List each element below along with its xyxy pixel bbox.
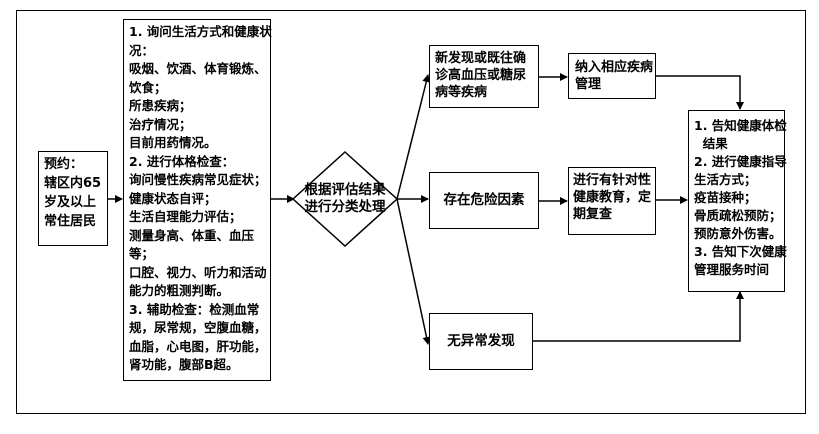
disease-line: 病等疾病 [435, 85, 488, 100]
final-line: 骨质疏松预防； [694, 208, 782, 223]
services-line: 饮食； [129, 79, 167, 95]
services-line: 测量身高、体重、血压 [129, 227, 255, 243]
disease-management-box: 纳入相应疾病 管理 [568, 53, 656, 99]
final-line: 1. 告知健康体检 [694, 118, 787, 133]
services-line: 吸烟、饮酒、体育锻炼、 [129, 61, 267, 76]
services-line: 所患疾病； [129, 98, 192, 113]
health-education-box: 进行有针对性 健康教育，定 期复查 [568, 167, 656, 235]
decision-line: 根据评估结果 [304, 182, 386, 198]
services-line: 况： [129, 42, 155, 58]
final-line: 疫苗接种； [694, 190, 757, 205]
booking-line: 预约： [44, 157, 84, 172]
services-line: 规，尿常规，空腹血糖， [129, 320, 267, 335]
manage-line: 管理 [575, 77, 602, 92]
booking-line: 常住居民 [44, 214, 97, 229]
outcome-disease-box: 新发现或既往确 诊高血压或糖尿 病等疾病 [429, 45, 539, 108]
education-line: 期复查 [573, 207, 613, 222]
outcome-risk-box: 存在危险因素 [429, 172, 539, 229]
services-line: 肾功能，腹部B超。 [129, 357, 239, 372]
final-line: 生活方式； [694, 172, 757, 187]
services-line: 治疗情况； [129, 116, 192, 132]
decision-label: 根据评估结果 进行分类处理 [297, 182, 393, 216]
education-line: 进行有针对性 [573, 173, 652, 188]
services-line: 询问慢性疾病常见症状； [129, 172, 267, 187]
final-line: 3. 告知下次健康 [694, 244, 787, 259]
final-line: 管理服务时间 [694, 262, 770, 277]
final-line: 结果 [694, 136, 728, 151]
disease-line: 新发现或既往确 [435, 51, 527, 66]
final-line: 2. 进行健康指导 [694, 154, 787, 169]
final-line: 预防意外伤害。 [694, 226, 782, 241]
services-line: 健康状态自评； [129, 190, 217, 206]
services-line: 1. 询问生活方式和健康状 [129, 24, 272, 39]
diagram-frame [16, 10, 806, 414]
services-line: 生活自理能力评估； [129, 209, 242, 224]
education-line: 健康教育，定 [573, 190, 652, 205]
arrow-decision-to-disease [396, 74, 431, 200]
booking-box: 预约： 辖区内65 岁及以上 常住居民 [38, 151, 108, 246]
arrow-normal-to-final [533, 291, 744, 342]
services-line: 口腔、视力、听力和活动 [129, 264, 267, 280]
services-line: 能力的粗测判断。 [129, 283, 230, 298]
booking-line: 岁及以上 [44, 195, 97, 210]
arrow-decision-to-normal [396, 198, 431, 345]
services-line: 目前用药情况。 [129, 135, 217, 150]
decision-diamond [291, 150, 399, 248]
services-line: 3. 辅助检查：检测血常 [129, 301, 260, 317]
services-line: 等； [129, 246, 155, 261]
booking-line: 辖区内65 [44, 176, 102, 191]
disease-line: 诊高血压或糖尿 [435, 68, 527, 83]
decision-line: 进行分类处理 [304, 199, 386, 215]
manage-line: 纳入相应疾病 [575, 60, 654, 75]
health-services-box: 1. 询问生活方式和健康状 况： 吸烟、饮酒、体育锻炼、 饮食； 所患疾病； 治… [123, 19, 272, 381]
outcome-normal-box: 无异常发现 [429, 313, 533, 370]
services-line: 2. 进行体格检查： [129, 153, 235, 169]
final-guidance-box: 1. 告知健康体检 结果 2. 进行健康指导 生活方式； 疫苗接种； 骨质疏松预… [688, 110, 787, 292]
risk-line: 存在危险因素 [443, 192, 525, 208]
normal-line: 无异常发现 [447, 333, 515, 349]
services-line: 血脂，心电图，肝功能， [129, 338, 267, 354]
arrow-manage-to-final [656, 75, 744, 110]
